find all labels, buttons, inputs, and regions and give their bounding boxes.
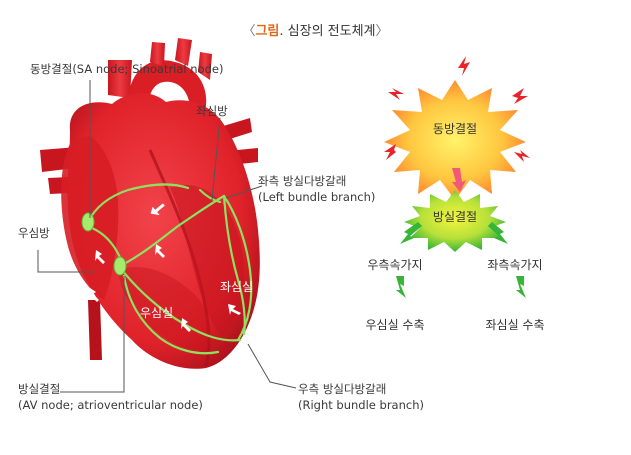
conduction-pathways bbox=[86, 183, 253, 355]
title-text: . 심장의 전도체계 bbox=[279, 24, 376, 39]
flow-av-node: 방실결절 bbox=[432, 210, 478, 224]
label-right-bundle-en: (Right bundle branch) bbox=[298, 398, 424, 412]
sa-node-burst bbox=[384, 80, 526, 200]
flow-left-branch: 좌측속가지 bbox=[487, 258, 543, 272]
av-node-marker bbox=[113, 256, 127, 276]
lightning-bolts bbox=[384, 56, 530, 162]
flow-sa-node: 동방결절 bbox=[432, 122, 478, 136]
label-av-node-en: (AV node; atrioventricular node) bbox=[18, 398, 203, 412]
flow-right-contract: 우심실 수축 bbox=[365, 318, 425, 332]
label-right-atrium: 우심방 bbox=[18, 226, 50, 240]
arrow-sa-to-av bbox=[452, 168, 466, 192]
title-open-bracket: 〈 bbox=[242, 24, 256, 39]
figure-title: 〈그림. 심장의 전도체계〉 bbox=[0, 20, 631, 39]
label-left-bundle-en: (Left bundle branch) bbox=[258, 190, 376, 204]
label-right-ventricle: 우심실 bbox=[140, 306, 174, 320]
sa-node-marker bbox=[81, 212, 95, 232]
impulse-arrows bbox=[89, 203, 241, 332]
title-highlight: 그림 bbox=[255, 24, 280, 39]
label-left-ventricle: 좌심실 bbox=[220, 280, 254, 294]
label-av-node-ko: 방실결절 bbox=[18, 382, 61, 396]
label-right-bundle-ko: 우측 방실다방갈래 bbox=[298, 382, 387, 396]
av-node-burst bbox=[404, 190, 506, 252]
leader-lines bbox=[37, 80, 297, 393]
flow-arrows bbox=[396, 222, 526, 298]
flow-right-branch: 우측속가지 bbox=[367, 258, 423, 272]
label-left-atrium: 좌심방 bbox=[196, 104, 228, 118]
flow-left-contract: 좌심실 수축 bbox=[485, 318, 545, 332]
title-close-bracket: 〉 bbox=[375, 24, 389, 39]
label-sa-node: 동방결절(SA node; Sinoatrial node) bbox=[30, 62, 224, 76]
great-vessels bbox=[40, 38, 258, 360]
label-left-bundle-ko: 좌측 방실다방갈래 bbox=[258, 174, 347, 188]
